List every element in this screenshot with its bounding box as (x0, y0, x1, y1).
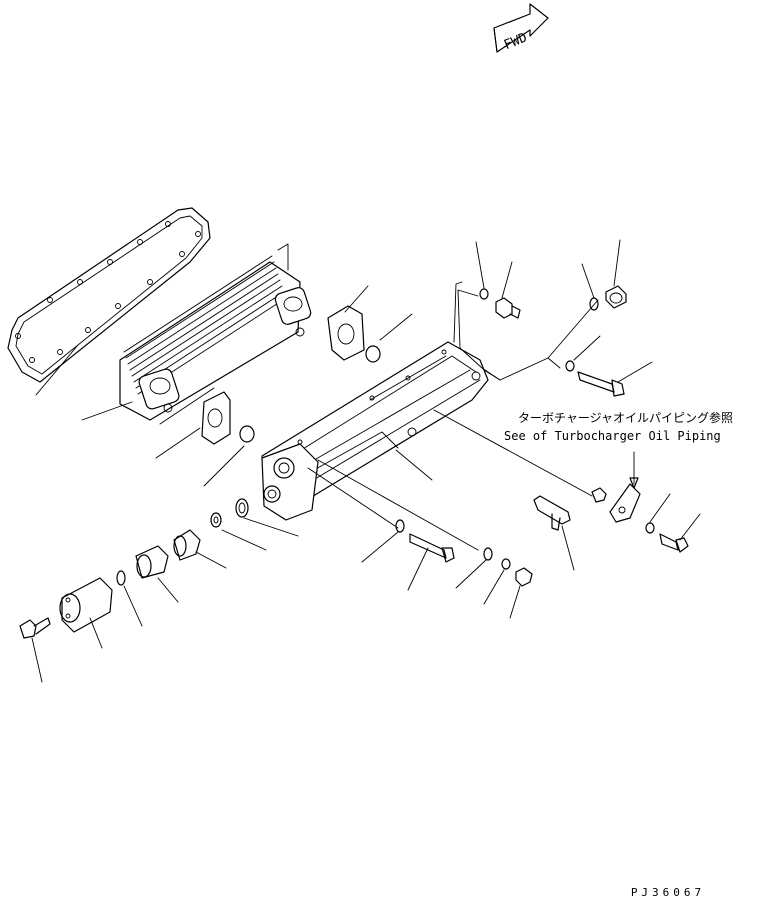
tee-fitting (533, 495, 575, 571)
bolt-top (495, 261, 521, 319)
o-ring-upper (365, 313, 413, 363)
o-ring-plug (581, 263, 599, 311)
washer-right (565, 335, 601, 372)
drawing-code: PJ36067 (631, 886, 705, 899)
oil-cooler-case (261, 281, 489, 521)
reference-note: ターボチャージャオイルパイピング参照 See of Turbocharger O… (504, 410, 733, 489)
fwd-label: FWD (502, 30, 530, 53)
washer-center (361, 519, 405, 563)
seal-ring (235, 498, 299, 537)
bolt-case-right (591, 487, 607, 503)
cooler-gasket-upper (327, 285, 369, 361)
cover-gasket (7, 207, 211, 396)
washer-top (475, 241, 489, 300)
spring-washer (483, 558, 511, 605)
filter-head (59, 577, 113, 649)
oil-cooler-core (81, 243, 312, 425)
reference-note-japanese: ターボチャージャオイルパイピング参照 (518, 410, 733, 425)
cooler-gasket-lower (155, 391, 231, 459)
plug (605, 239, 627, 309)
long-bolt-right (577, 361, 653, 397)
o-ring-lower (203, 425, 255, 487)
o-ring-filter (116, 570, 143, 627)
reference-note-english: See of Turbocharger Oil Piping (504, 429, 721, 443)
nut (509, 567, 533, 619)
leader-lines (307, 289, 599, 551)
bypass-valve (173, 529, 227, 569)
relief-valve (135, 545, 179, 603)
bolt-lower-left (19, 617, 51, 683)
washer-small (210, 512, 267, 551)
washer-bracket (645, 493, 671, 534)
long-bolt-center (407, 533, 455, 591)
washer-center-right (455, 547, 493, 589)
fwd-arrow: FWD (493, 3, 549, 53)
bolt-bracket (659, 513, 701, 553)
bracket (609, 483, 641, 523)
